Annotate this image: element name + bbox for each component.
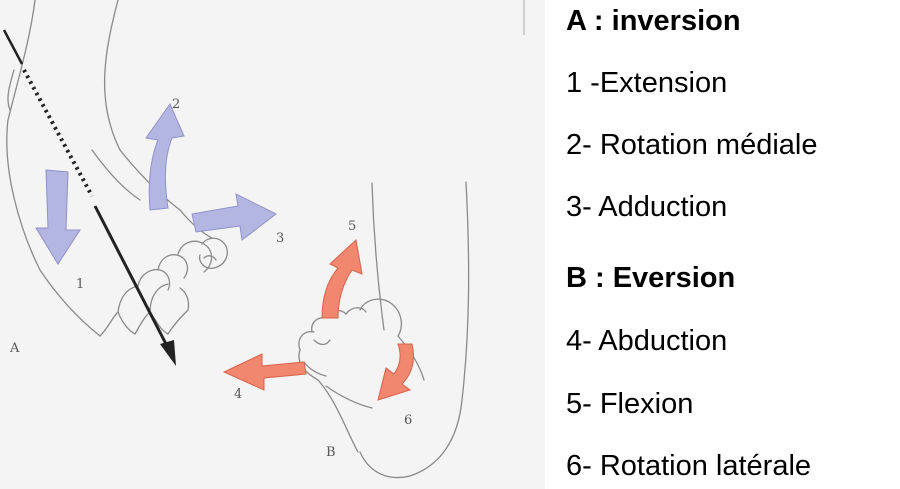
- label-3: 3: [276, 231, 284, 246]
- legend-heading-inversion: A : inversion: [566, 5, 741, 37]
- label-5: 5: [348, 219, 356, 234]
- legend-heading-eversion: B : Eversion: [566, 262, 736, 294]
- foot-movement-illustration: A B 1 2 3 4 5 6: [0, 0, 545, 489]
- legend: A : inversion 1 -Extension 2- Rotation m…: [566, 0, 896, 489]
- figure-background: [0, 0, 545, 489]
- foot-a-drawing: [6, 0, 228, 337]
- inversion-arrow-3: [191, 193, 277, 241]
- legend-item-rotation-mediale: 2- Rotation médiale: [566, 129, 818, 161]
- eversion-arrow-4: [222, 353, 307, 391]
- inversion-arrow-2: [145, 102, 185, 211]
- eversion-arrow-6: [377, 343, 415, 401]
- axis-dotted-segment: [22, 69, 94, 197]
- label-4: 4: [234, 387, 242, 402]
- legend-item-adduction: 3- Adduction: [566, 191, 728, 223]
- legend-item-extension: 1 -Extension: [566, 67, 728, 99]
- eversion-arrow-5: [321, 239, 363, 319]
- label-1: 1: [76, 277, 84, 292]
- legend-item-abduction: 4- Abduction: [566, 325, 728, 357]
- legend-item-flexion: 5- Flexion: [566, 388, 694, 420]
- inversion-arrow-1: [35, 169, 81, 265]
- label-6: 6: [404, 413, 412, 428]
- label-2: 2: [172, 97, 180, 112]
- label-a: A: [9, 341, 20, 356]
- legend-item-rotation-laterale: 6- Rotation latérale: [566, 450, 812, 482]
- label-b: B: [326, 445, 336, 460]
- axis-arrowhead: [160, 340, 176, 366]
- axis-solid-segment: [93, 205, 168, 345]
- axis-line-top: [2, 29, 24, 65]
